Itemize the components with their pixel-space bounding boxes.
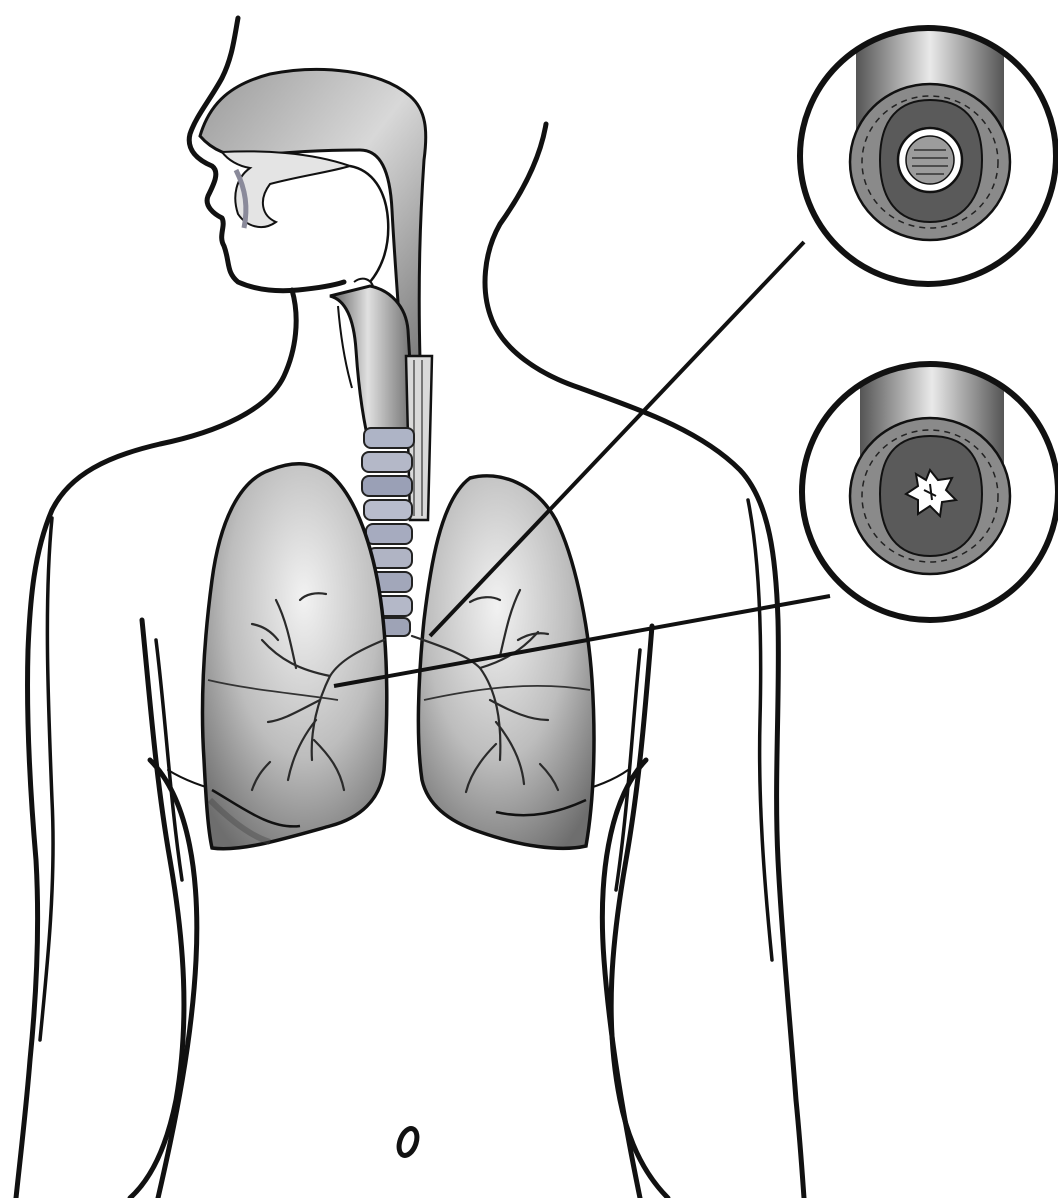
inset-constricted-airway xyxy=(802,364,1058,620)
navel-mark xyxy=(396,1126,421,1158)
left-lung xyxy=(418,476,594,848)
right-lung xyxy=(202,464,386,849)
inset-normal-airway xyxy=(800,28,1056,284)
